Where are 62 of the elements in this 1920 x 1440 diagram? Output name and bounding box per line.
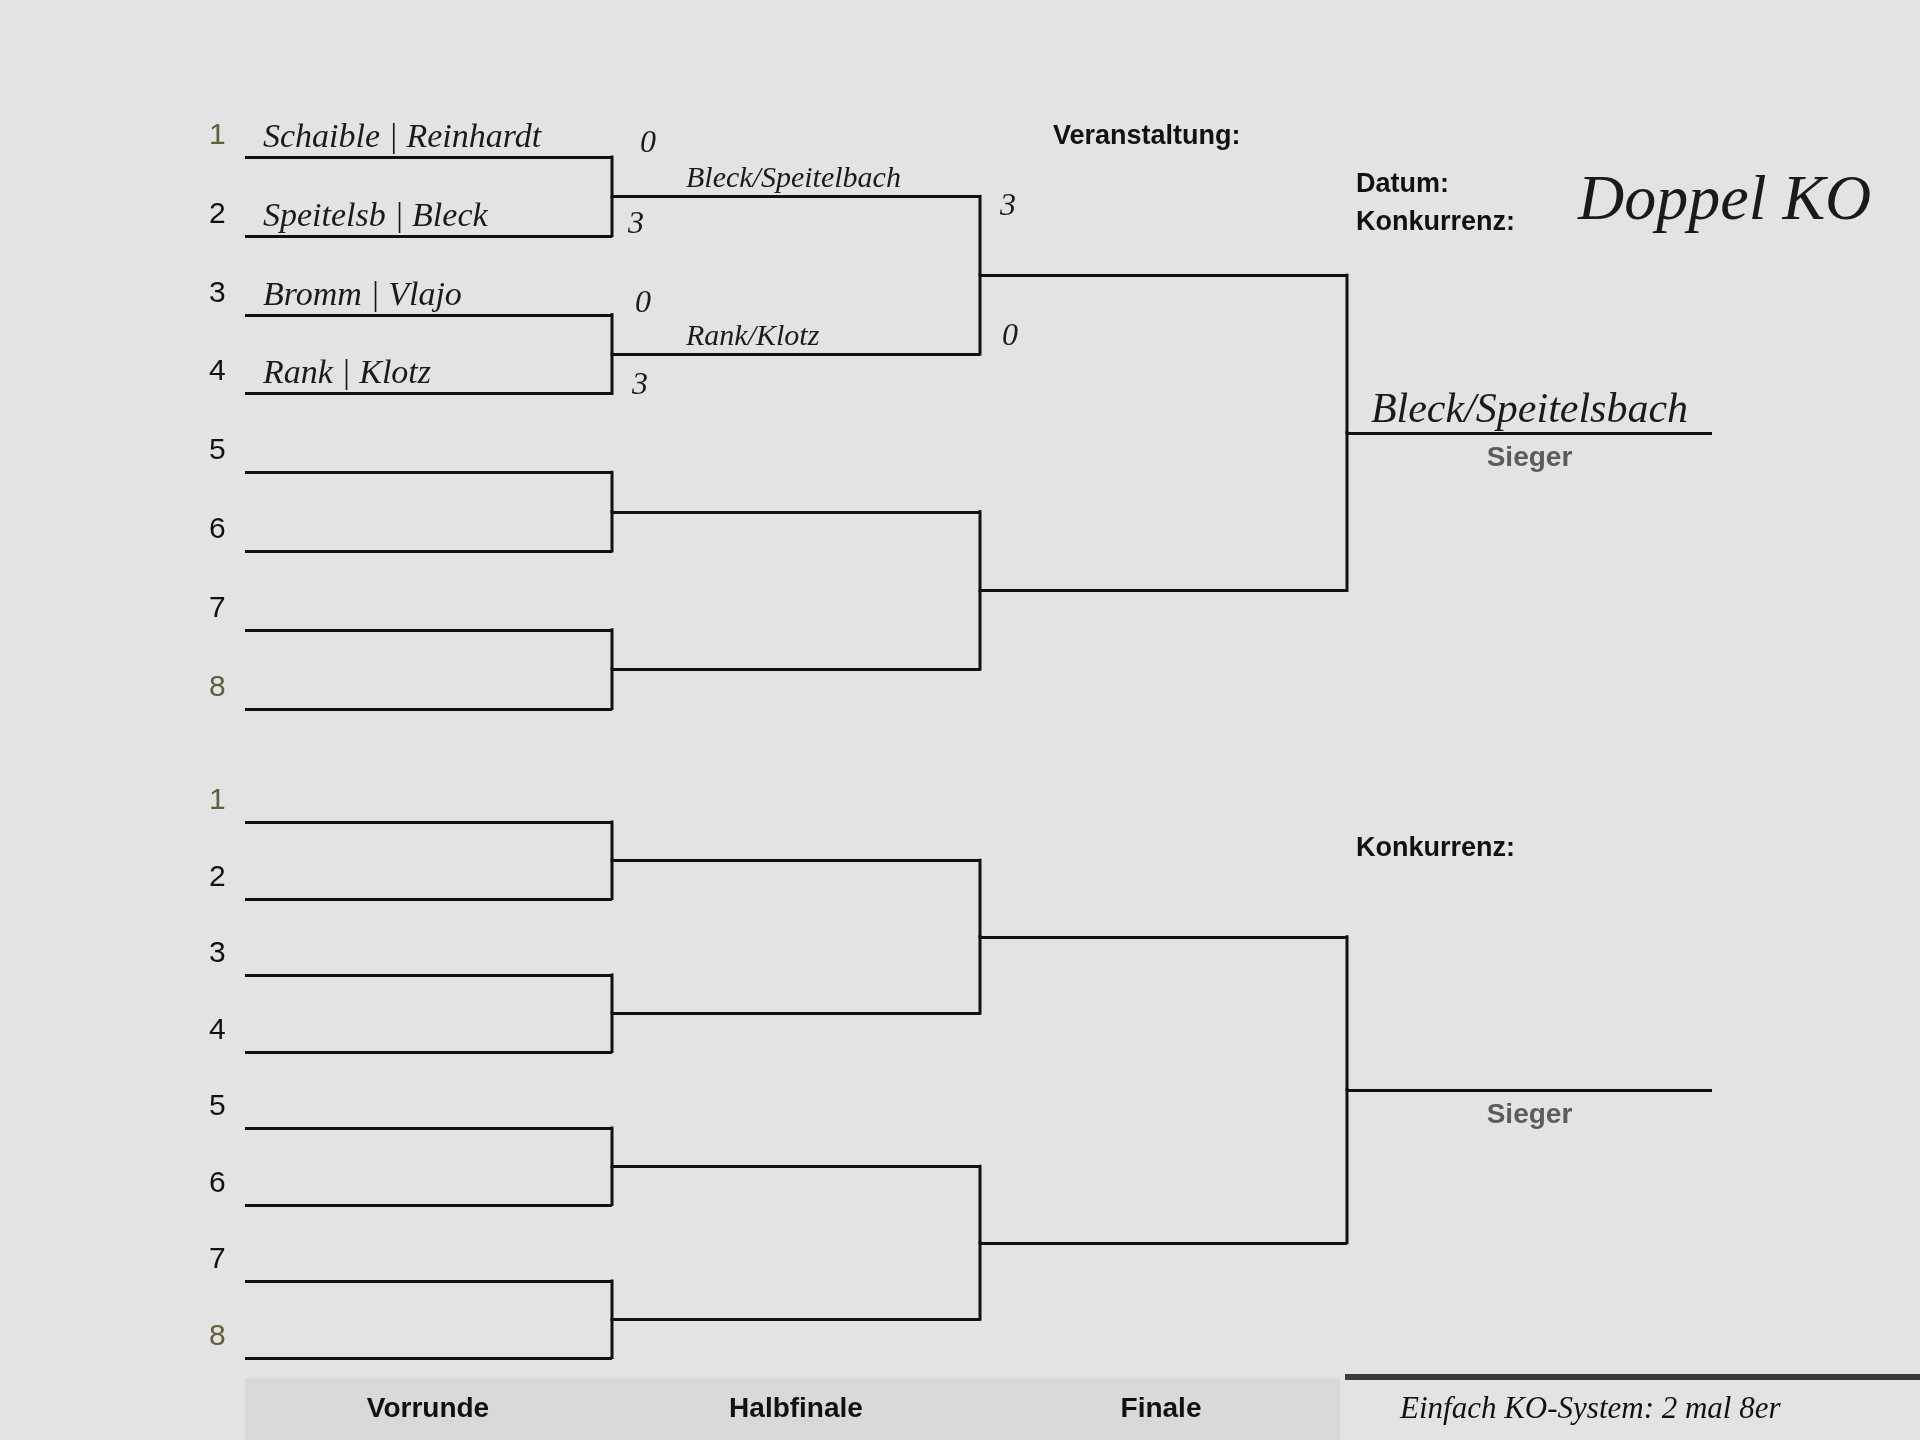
bracket-line bbox=[610, 973, 614, 1015]
seed-number: 2 bbox=[209, 860, 226, 891]
bracket-line bbox=[610, 858, 614, 900]
handwritten-score: 0 bbox=[635, 284, 651, 317]
bracket-line bbox=[978, 194, 982, 277]
handwritten-name: Bromm | Vlajo bbox=[263, 276, 462, 311]
bracket-line bbox=[610, 352, 614, 395]
handwritten-name: Schaible | Reinhardt bbox=[263, 119, 542, 153]
handwritten-score: 3 bbox=[632, 367, 648, 400]
round-label: Halbfinale bbox=[729, 1394, 863, 1422]
bracket-line bbox=[610, 1011, 614, 1053]
winner-caption: Sieger bbox=[1486, 1099, 1573, 1128]
winner-caption: Sieger bbox=[1486, 442, 1573, 471]
seed-number: 7 bbox=[209, 591, 226, 622]
handwritten-name: Bleck/Speitelbach bbox=[686, 162, 901, 193]
bracket-line bbox=[610, 194, 614, 238]
bracket-line bbox=[610, 1317, 614, 1359]
field-label: Veranstaltung: bbox=[1053, 122, 1241, 149]
seed-number: 6 bbox=[209, 513, 226, 543]
seed-number: 8 bbox=[209, 670, 226, 701]
handwritten-name: Bleck/Speitelsbach bbox=[1370, 386, 1689, 429]
handwritten-score: 0 bbox=[640, 125, 656, 157]
round-label: Vorrunde bbox=[366, 1394, 490, 1422]
seed-number: 5 bbox=[209, 1090, 226, 1120]
bracket-line bbox=[610, 1279, 614, 1321]
seed-number: 2 bbox=[209, 197, 226, 228]
seed-number: 7 bbox=[209, 1243, 226, 1273]
bracket-line bbox=[978, 588, 982, 671]
seed-number: 1 bbox=[209, 784, 226, 814]
handwritten-name: Rank | Klotz bbox=[263, 355, 431, 390]
seed-number: 4 bbox=[209, 1013, 226, 1044]
field-label: Konkurrenz: bbox=[1356, 834, 1515, 861]
bracket-line bbox=[610, 667, 614, 711]
bracket-line bbox=[978, 1241, 982, 1321]
handwritten-score: 0 bbox=[1002, 318, 1018, 350]
bracket-line bbox=[610, 628, 614, 671]
bracket-line bbox=[610, 820, 614, 862]
bracket-line bbox=[610, 1126, 614, 1168]
handwritten-name: Rank/Klotz bbox=[686, 320, 820, 350]
seed-number: 8 bbox=[209, 1319, 226, 1350]
bracket-line bbox=[610, 313, 614, 356]
handwritten-score: 3 bbox=[628, 205, 644, 238]
bracket-line bbox=[978, 510, 982, 592]
field-label: Datum: bbox=[1356, 170, 1449, 197]
seed-number: 1 bbox=[209, 119, 226, 149]
seed-number: 6 bbox=[209, 1166, 226, 1197]
bracket-line bbox=[978, 935, 982, 1015]
field-label: Konkurrenz: bbox=[1356, 208, 1515, 235]
bracket-line bbox=[610, 510, 614, 553]
seed-number: 3 bbox=[209, 937, 226, 967]
handwritten-score: 3 bbox=[1000, 188, 1016, 221]
footer-note: Einfach KO-System: 2 mal 8er bbox=[1400, 1392, 1781, 1423]
bracket-line bbox=[978, 273, 982, 356]
bracket-line bbox=[1345, 1088, 1349, 1245]
handwritten-name: Speitelsb | Bleck bbox=[263, 197, 488, 232]
bracket-line bbox=[610, 155, 614, 198]
bracket-line bbox=[1345, 431, 1349, 592]
round-label: Finale bbox=[1120, 1394, 1202, 1422]
seed-number: 3 bbox=[209, 276, 226, 307]
seed-number: 5 bbox=[209, 434, 226, 465]
bracket-line bbox=[610, 1164, 614, 1206]
seed-number: 4 bbox=[209, 355, 226, 386]
